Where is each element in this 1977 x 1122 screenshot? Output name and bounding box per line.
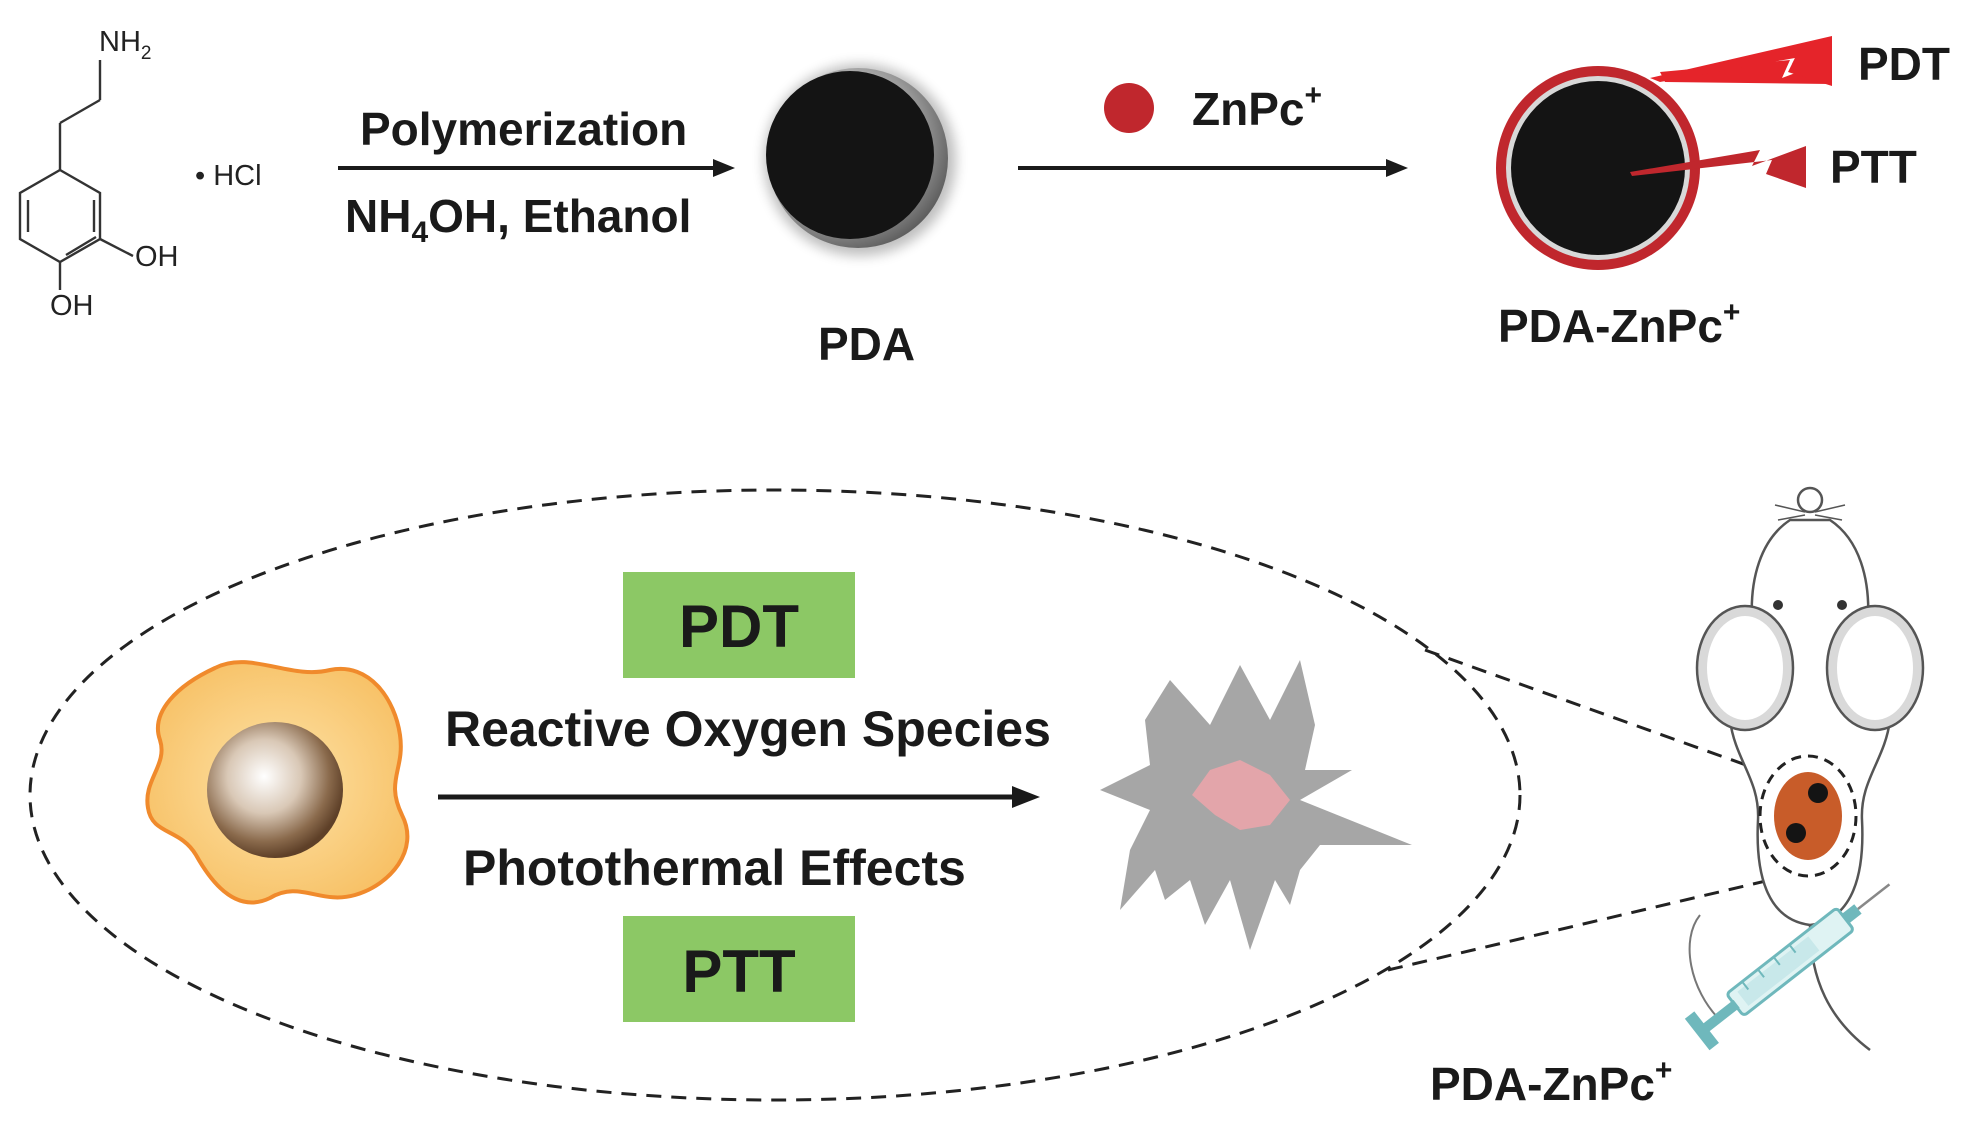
photothermal-label: Photothermal Effects	[463, 840, 966, 896]
oh-right-label: OH	[135, 241, 179, 273]
tumor	[1774, 772, 1842, 860]
oh-bottom-label: OH	[50, 290, 94, 322]
dopamine-structure	[18, 60, 134, 290]
lightning-beam-icon	[1630, 146, 1806, 188]
polymerization-label: Polymerization	[360, 103, 687, 155]
tumor-particle	[1808, 783, 1828, 803]
ptt-box	[623, 916, 855, 1022]
dead-cell	[1100, 660, 1412, 950]
mouse-icon	[1695, 486, 1925, 1051]
beam-pdt-label: PDT	[1858, 38, 1950, 90]
pda-nanoparticle	[764, 64, 956, 256]
znpc-dot	[1104, 83, 1154, 133]
pda-label: PDA	[818, 318, 915, 370]
beam-ptt-label: PTT	[1830, 141, 1917, 193]
conditions-label: NH4OH, Ethanol	[345, 190, 691, 249]
pda-znpc-nanoparticle	[1496, 66, 1700, 270]
arrow-right-icon	[338, 159, 735, 177]
zoom-line-top	[1424, 648, 1761, 772]
cancer-cell	[145, 660, 410, 905]
lightning-beam-icon	[1650, 36, 1832, 86]
pdt-box-label: PDT	[679, 593, 799, 660]
ros-label: Reactive Oxygen Species	[445, 701, 1051, 757]
arrow-right-icon	[438, 786, 1040, 808]
zoom-line-bottom	[1387, 878, 1771, 972]
ptt-box-label: PTT	[682, 938, 795, 1005]
syringe-icon	[1684, 883, 1891, 1051]
hcl-label: • HCl	[195, 160, 262, 192]
arrow-right-icon	[1018, 159, 1408, 177]
injection-label: PDA-ZnPc+	[1430, 1054, 1672, 1110]
zoom-ellipse	[28, 488, 1522, 1102]
pdt-box	[623, 572, 855, 678]
product-label: PDA-ZnPc+	[1498, 296, 1740, 352]
tumor-particle	[1786, 823, 1806, 843]
amine-label: NH2	[99, 26, 151, 64]
znpc-label: ZnPc+	[1192, 79, 1322, 135]
tumor-region	[1758, 754, 1858, 878]
